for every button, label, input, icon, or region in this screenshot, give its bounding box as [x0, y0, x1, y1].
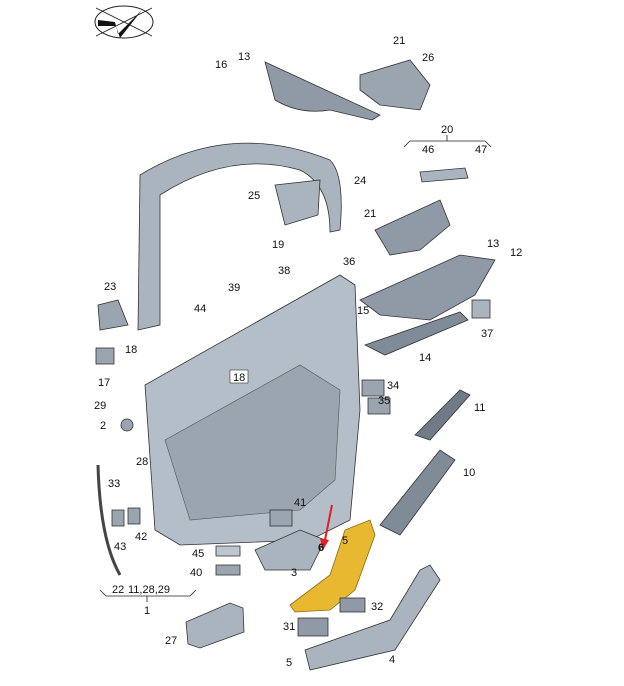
- label-18b: 18: [233, 372, 245, 384]
- label-45: 45: [192, 548, 204, 560]
- label-21: 21: [393, 35, 405, 47]
- label-3: 3: [291, 567, 297, 579]
- part-14-armrest[interactable]: [363, 311, 469, 356]
- part-46-handle[interactable]: [419, 167, 469, 183]
- label-28: 28: [136, 456, 148, 468]
- label-5b: 5: [286, 657, 292, 669]
- label-11: 11: [474, 402, 485, 414]
- part-3-pocket[interactable]: [254, 529, 326, 571]
- label-25: 25: [248, 190, 260, 202]
- part-35-switch[interactable]: [367, 397, 391, 415]
- part-bracket-26[interactable]: [359, 59, 431, 111]
- label-11-28-29: 11,28,29: [128, 584, 170, 596]
- label-10: 10: [463, 467, 475, 479]
- label-46: 46: [422, 144, 434, 156]
- label-43: 43: [114, 541, 126, 553]
- part-34-switch[interactable]: [361, 379, 385, 397]
- part-16-window-trim[interactable]: [264, 61, 381, 121]
- label-20: 20: [441, 124, 453, 136]
- label-2: 2: [100, 420, 106, 432]
- label-31: 31: [283, 621, 295, 633]
- label-22: 22: [112, 584, 124, 596]
- part-labels: 21 26 16 13 20 46 47 24 25 21 19 13 12 3…: [94, 35, 522, 669]
- label-38: 38: [278, 265, 290, 277]
- part-32-switch[interactable]: [339, 597, 366, 613]
- label-33: 33: [108, 478, 120, 490]
- part-40[interactable]: [215, 564, 241, 576]
- label-26: 26: [422, 52, 434, 64]
- part-24-pillar-trim[interactable]: [137, 142, 342, 331]
- label-44: 44: [194, 303, 206, 315]
- label-37: 37: [481, 328, 493, 340]
- label-5: 5: [342, 535, 348, 547]
- label-18: 18: [125, 344, 137, 356]
- logo-icon: [94, 5, 154, 39]
- part-2[interactable]: [120, 418, 134, 432]
- label-27: 27: [165, 635, 177, 647]
- red-arrow-icon: [320, 504, 333, 550]
- group-bracket-20: [403, 135, 492, 148]
- label-12: 12: [510, 247, 522, 259]
- label-29: 29: [94, 400, 106, 412]
- label-41: 41: [294, 497, 306, 509]
- door-panel-inset: [164, 364, 341, 521]
- part-27-control-unit[interactable]: [185, 602, 245, 649]
- part-11-speaker-grille[interactable]: [414, 389, 471, 441]
- part-22-seal[interactable]: [96, 464, 122, 576]
- part-17[interactable]: [95, 347, 115, 365]
- label-1: 1: [144, 605, 150, 617]
- part-10-speaker-grille[interactable]: [379, 449, 456, 536]
- part-41[interactable]: [269, 509, 293, 527]
- part-20-handle-bracket[interactable]: [374, 199, 451, 256]
- label-17: 17: [98, 377, 110, 389]
- label-36: 36: [343, 256, 355, 268]
- label-21b: 21: [364, 208, 376, 220]
- part-4-door-pull-trim[interactable]: [304, 564, 441, 671]
- label-19: 19: [272, 239, 284, 251]
- part-12-trim[interactable]: [359, 254, 496, 321]
- part-31-switch[interactable]: [297, 617, 329, 637]
- label-15: 15: [357, 305, 369, 317]
- label-13: 13: [238, 51, 250, 63]
- label-40: 40: [190, 567, 202, 579]
- label-13b: 13: [487, 238, 499, 250]
- label-39: 39: [228, 282, 240, 294]
- part-45[interactable]: [215, 545, 241, 557]
- group-bracket-1: [99, 589, 197, 602]
- label-42: 42: [135, 531, 147, 543]
- part-25-bracket[interactable]: [274, 179, 321, 226]
- part-43[interactable]: [111, 509, 125, 527]
- label-24: 24: [354, 175, 366, 187]
- part-6-highlighted[interactable]: [289, 519, 376, 613]
- label-16: 16: [215, 59, 227, 71]
- part-23[interactable]: [97, 299, 129, 331]
- label-6: 6: [318, 542, 324, 554]
- label-14: 14: [419, 352, 431, 364]
- part-37[interactable]: [471, 299, 491, 319]
- label-32: 32: [371, 601, 383, 613]
- label-35: 35: [378, 395, 390, 407]
- label-34: 34: [387, 380, 399, 392]
- label-23: 23: [104, 281, 116, 293]
- label-47: 47: [475, 144, 487, 156]
- label-4: 4: [389, 654, 395, 666]
- part-42[interactable]: [127, 507, 141, 525]
